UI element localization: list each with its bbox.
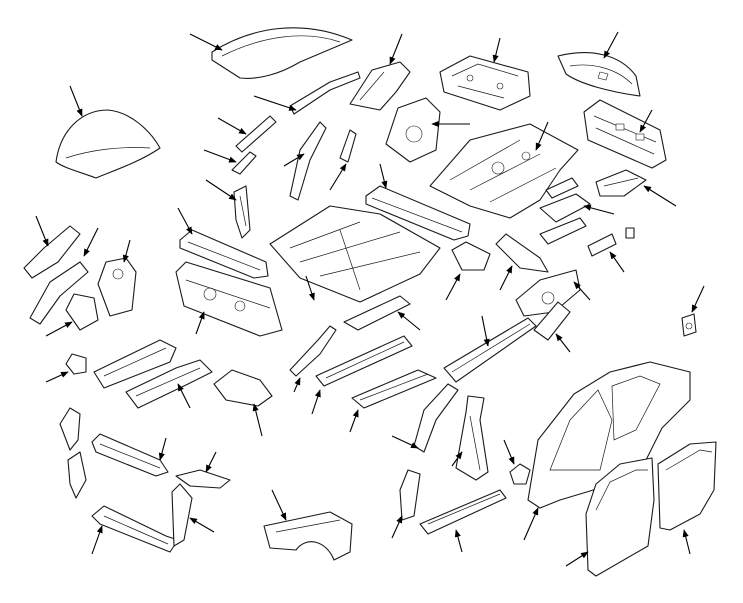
- b-pillar-lower: [391, 469, 421, 539]
- small-bracket-left: [45, 353, 87, 383]
- rear-floor-pan: [429, 121, 579, 219]
- rear-wheelhouse: [385, 97, 470, 163]
- front-side-frame: [93, 339, 213, 409]
- radiator-core-support-upper: [91, 433, 169, 477]
- cowl-top-panel: [177, 207, 269, 279]
- rear-wheelhouse-inner: [515, 269, 591, 317]
- c-pillar-inner: [329, 129, 357, 191]
- roof-side-rail: [253, 71, 361, 115]
- headlamp-support: [175, 451, 231, 489]
- trunk-lid: [557, 31, 641, 97]
- hood-panel: [55, 85, 161, 179]
- front-strut-housing: [97, 239, 137, 317]
- a-pillar-outer: [391, 383, 459, 453]
- b-pillar-reinforcement-center: [289, 325, 337, 393]
- front-fender: [263, 489, 353, 561]
- floor-sill-inner: [311, 335, 413, 415]
- rear-quarter-upper: [349, 33, 411, 111]
- front-side-member: [29, 227, 99, 325]
- rear-pillar-lower: [533, 301, 571, 353]
- rocker-inner-right: [443, 315, 537, 383]
- front-inner-fender: [213, 369, 273, 437]
- fuel-lid-bracket: [681, 285, 705, 337]
- dash-panel: [175, 261, 283, 337]
- side-sill-outer: [419, 489, 507, 553]
- front-apron-upper: [23, 215, 81, 279]
- radiator-side-support: [171, 483, 215, 547]
- pillar-gusset: [503, 439, 531, 485]
- front-roof-bow: [217, 115, 277, 153]
- rear-shelf-panel: [439, 37, 531, 111]
- front-bumper-bracket: [59, 407, 87, 499]
- rear-side-member: [445, 241, 491, 301]
- rear-floor-side: [495, 233, 549, 291]
- a-pillar-inner: [205, 179, 251, 239]
- rear-door: [657, 441, 717, 555]
- windshield-header: [203, 149, 257, 175]
- front-bulkhead-bracket: [45, 293, 99, 337]
- body-side-outer-panel: [523, 361, 691, 541]
- rear-bracket-small: [587, 227, 635, 273]
- b-pillar-outer: [451, 395, 489, 481]
- rear-end-panel: [583, 99, 667, 169]
- b-pillar-inner-upper: [283, 121, 327, 201]
- tunnel-brace: [343, 295, 421, 331]
- spare-tire-bracket: [545, 177, 579, 199]
- roof-panel: [189, 27, 353, 79]
- radiator-core-support-lower: [91, 505, 179, 555]
- rear-floor-extension: [539, 193, 615, 223]
- rear-bumper-reinforcement: [595, 169, 677, 207]
- floor-crossmember: [365, 163, 471, 241]
- front-door: [565, 457, 655, 577]
- rear-crossmember-right: [539, 217, 587, 245]
- front-floor-pan: [269, 205, 441, 303]
- floor-sill-outer: [349, 369, 437, 433]
